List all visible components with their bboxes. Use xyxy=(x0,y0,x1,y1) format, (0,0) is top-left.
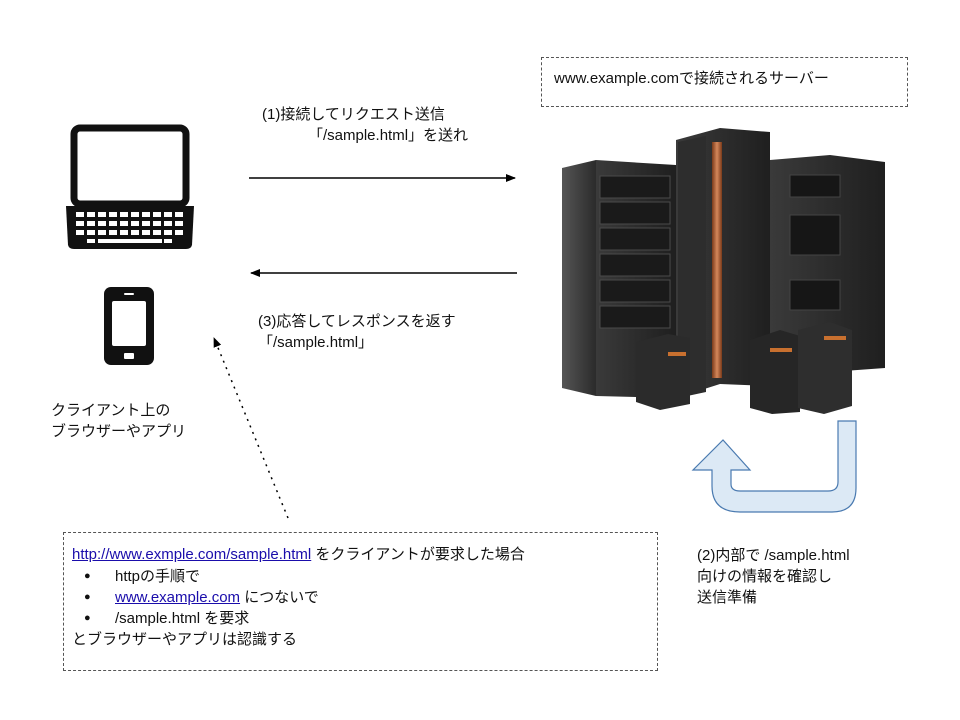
note-bullet-2-suffix: につないで xyxy=(240,589,319,606)
note-footer: とブラウザーやアプリは認識する xyxy=(72,631,298,648)
note-bullet-1: httpの手順で xyxy=(64,566,319,587)
note-bullet-3-text: /sample.html を要求 xyxy=(115,610,250,627)
response-label-line1: (3)応答してレスポンスを返す xyxy=(258,313,456,330)
client-label-line2: ブラウザーやアプリ xyxy=(51,423,187,440)
note-bullet-3: /sample.html を要求 xyxy=(64,608,319,629)
request-label-line1: (1)接続してリクエスト送信 xyxy=(262,106,445,123)
internal-label-line1: (2)内部で /sample.html xyxy=(697,547,850,564)
client-label-line1: クライアント上の xyxy=(51,402,171,419)
note-bullet-1-text: httpの手順で xyxy=(115,568,201,585)
server-label-box: www.example.comで接続されるサーバー xyxy=(541,57,908,107)
note-box: http://www.exmple.com/sample.html をクライアン… xyxy=(63,532,658,671)
internal-label-line3: 送信準備 xyxy=(697,589,758,606)
note-heading: http://www.exmple.com/sample.html をクライアン… xyxy=(72,544,525,565)
note-bullet-2: www.example.com につないで xyxy=(64,587,319,608)
internal-label-line2: 向けの情報を確認し xyxy=(697,568,833,585)
dotted-connector xyxy=(213,337,289,519)
server-label: www.example.comで接続されるサーバー xyxy=(554,70,829,87)
note-bullet-list: httpの手順で www.example.com につないで /sample.h… xyxy=(64,566,319,629)
response-label-line2: 「/sample.html」 xyxy=(258,334,374,351)
request-label-line2: 「/sample.html」を送れ xyxy=(308,127,469,144)
note-bullet-2-link[interactable]: www.example.com xyxy=(115,589,241,606)
note-url-link[interactable]: http://www.exmple.com/sample.html xyxy=(72,546,312,563)
note-url-suffix: をクライアントが要求した場合 xyxy=(311,546,525,563)
